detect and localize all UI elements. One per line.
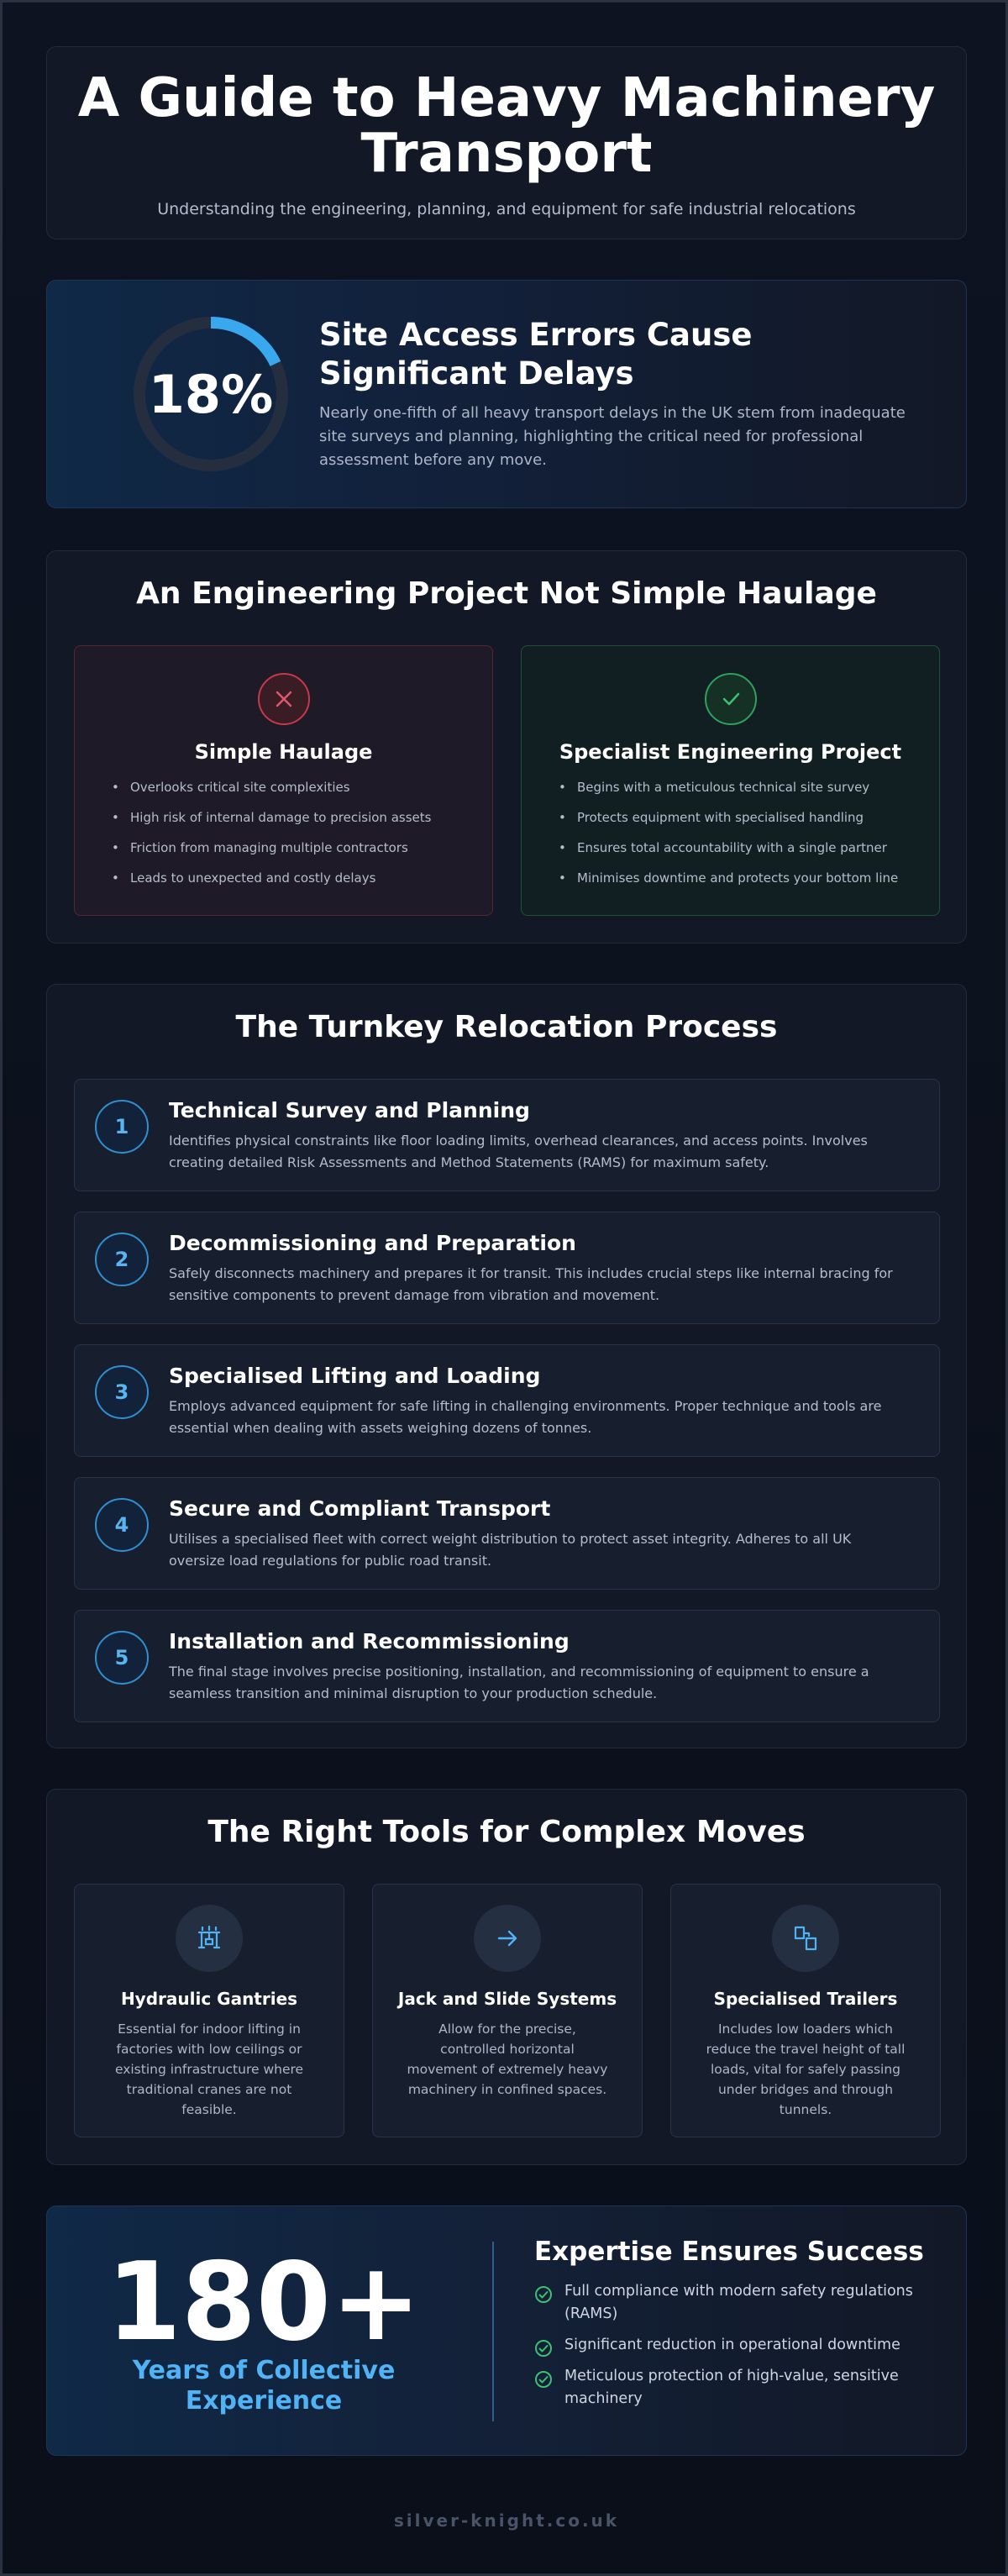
- arrow-right-icon: [474, 1905, 541, 1972]
- tools-title: The Right Tools for Complex Moves: [207, 1815, 806, 1849]
- tool-title: Hydraulic Gantries: [120, 1989, 298, 2009]
- list-item: Friction from managing multiple contract…: [112, 839, 475, 870]
- tool-title: Jack and Slide Systems: [397, 1989, 617, 2009]
- check-circle-icon: [535, 2371, 552, 2388]
- specialist-project-heading: Specialist Engineering Project: [559, 740, 902, 764]
- cross-icon: [258, 673, 310, 725]
- tools-card: The Right Tools for Complex Moves Hydrau…: [46, 1789, 967, 2165]
- process-step: 4 Secure and Compliant Transport Utilise…: [74, 1477, 940, 1590]
- experience-label: Years of Collective Experience: [132, 2356, 396, 2416]
- progress-ring: [134, 317, 288, 471]
- comparison-card: An Engineering Project Not Simple Haulag…: [46, 550, 967, 944]
- step-number: 2: [95, 1233, 149, 1286]
- trailer-icon: [772, 1905, 839, 1972]
- step-title: Technical Survey and Planning: [169, 1098, 530, 1122]
- stat-heading: Site Access Errors Cause Significant Del…: [319, 317, 753, 392]
- step-description: Safely disconnects machinery and prepare…: [169, 1265, 893, 1303]
- list-item: Significant reduction in operational dow…: [534, 2334, 954, 2357]
- simple-haulage-heading: Simple Haulage: [194, 740, 373, 764]
- gantry-icon: [176, 1905, 243, 1972]
- page-subtitle: Understanding the engineering, planning,…: [157, 200, 856, 218]
- tool-description: Includes low loaders which reduce the tr…: [706, 2021, 906, 2117]
- list-item: Minimises downtime and protects your bot…: [559, 870, 922, 900]
- step-description: Identifies physical constraints like flo…: [169, 1133, 868, 1170]
- expertise-heading: Expertise Ensures Success: [534, 2237, 924, 2267]
- check-circle-icon: [535, 2286, 552, 2303]
- list-item: Meticulous protection of high-value, sen…: [534, 2365, 954, 2410]
- stat-card: 18% Site Access Errors Cause Significant…: [46, 280, 967, 508]
- process-step: 3 Specialised Lifting and Loading Employ…: [74, 1344, 940, 1457]
- step-title: Installation and Recommissioning: [169, 1629, 570, 1653]
- tool-card: Specialised Trailers Includes low loader…: [670, 1884, 941, 2137]
- stat-value: 18%: [148, 363, 274, 425]
- step-title: Secure and Compliant Transport: [169, 1496, 551, 1521]
- stat-description: Nearly one-fifth of all heavy transport …: [319, 404, 906, 469]
- check-icon: [705, 673, 757, 725]
- process-step: 2 Decommissioning and Preparation Safely…: [74, 1212, 940, 1324]
- divider: [492, 2242, 494, 2421]
- step-title: Specialised Lifting and Loading: [169, 1364, 541, 1388]
- step-number: 1: [95, 1100, 149, 1154]
- list-item: Ensures total accountability with a sing…: [559, 839, 922, 870]
- progress-ring-arc: [134, 317, 288, 471]
- expertise-card: 180+ Years of Collective Experience Expe…: [46, 2205, 967, 2456]
- list-item: Leads to unexpected and costly delays: [112, 870, 475, 900]
- tool-description: Allow for the precise, controlled horizo…: [407, 2021, 608, 2097]
- process-step: 5 Installation and Recommissioning The f…: [74, 1610, 940, 1722]
- step-description: Employs advanced equipment for safe lift…: [169, 1398, 882, 1436]
- list-item: Protects equipment with specialised hand…: [559, 809, 922, 839]
- experience-number: 180+: [106, 2240, 422, 2365]
- page-title: A Guide to Heavy Machinery Transport: [77, 67, 936, 185]
- process-title: The Turnkey Relocation Process: [235, 1010, 778, 1044]
- step-description: Utilises a specialised fleet with correc…: [169, 1531, 852, 1569]
- footer-domain[interactable]: silver-knight.co.uk: [393, 2510, 620, 2531]
- expertise-list: Expertise Ensures Success Full complianc…: [534, 2237, 954, 2410]
- simple-haulage-list: Overlooks critical site complexities Hig…: [112, 779, 475, 900]
- list-item: Full compliance with modern safety regul…: [534, 2280, 954, 2326]
- comparison-title: An Engineering Project Not Simple Haulag…: [136, 576, 877, 611]
- step-title: Decommissioning and Preparation: [169, 1231, 576, 1255]
- process-card: The Turnkey Relocation Process 1 Technic…: [46, 984, 967, 1748]
- step-description: The final stage involves precise positio…: [169, 1664, 869, 1701]
- tool-card: Jack and Slide Systems Allow for the pre…: [372, 1884, 643, 2137]
- tool-card: Hydraulic Gantries Essential for indoor …: [74, 1884, 344, 2137]
- tool-description: Essential for indoor lifting in factorie…: [114, 2021, 304, 2117]
- step-number: 5: [95, 1631, 149, 1685]
- header-card: A Guide to Heavy Machinery Transport Und…: [46, 46, 967, 239]
- check-circle-icon: [535, 2340, 552, 2357]
- specialist-project-list: Begins with a meticulous technical site …: [559, 779, 922, 900]
- expertise-item-text: Significant reduction in operational dow…: [564, 2337, 900, 2353]
- step-number: 3: [95, 1365, 149, 1419]
- tool-title: Specialised Trailers: [713, 1989, 898, 2009]
- stat-text-block: Site Access Errors Cause Significant Del…: [319, 316, 907, 472]
- step-number: 4: [95, 1498, 149, 1552]
- list-item: Begins with a meticulous technical site …: [559, 779, 922, 809]
- process-step: 1 Technical Survey and Planning Identifi…: [74, 1079, 940, 1191]
- expertise-item-text: Meticulous protection of high-value, sen…: [564, 2368, 899, 2407]
- list-item: High risk of internal damage to precisio…: [112, 809, 475, 839]
- specialist-project-panel: Specialist Engineering Project Begins wi…: [521, 645, 940, 916]
- expertise-item-text: Full compliance with modern safety regul…: [564, 2283, 913, 2322]
- simple-haulage-panel: Simple Haulage Overlooks critical site c…: [74, 645, 493, 916]
- list-item: Overlooks critical site complexities: [112, 779, 475, 809]
